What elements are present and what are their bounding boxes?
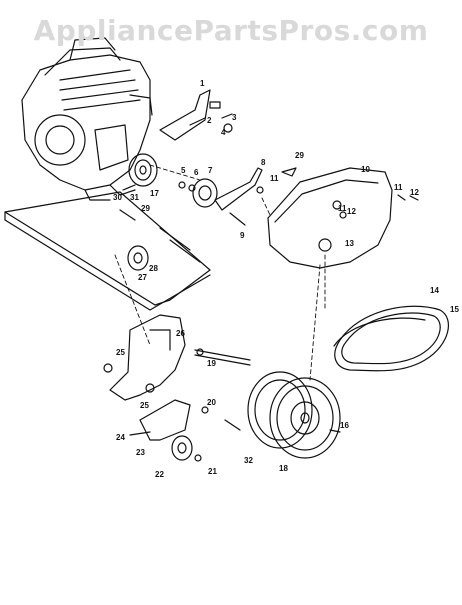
callout-14: 14 bbox=[430, 286, 439, 295]
callout-27: 27 bbox=[138, 273, 147, 282]
watermark: AppliancePartsPros.com bbox=[33, 14, 429, 47]
callout-20: 20 bbox=[207, 398, 216, 407]
callout-18: 18 bbox=[279, 464, 288, 473]
belt-cover bbox=[267, 167, 419, 269]
callout-10: 10 bbox=[361, 165, 370, 174]
callout-28: 28 bbox=[149, 264, 158, 273]
callout-23: 23 bbox=[136, 448, 145, 457]
callout-15: 15 bbox=[450, 305, 459, 314]
callout-4: 4 bbox=[221, 128, 226, 137]
callout-11b: 11 bbox=[338, 204, 347, 213]
support-bracket bbox=[103, 314, 186, 401]
adjust-bracket bbox=[129, 399, 241, 462]
callout-24: 24 bbox=[116, 433, 125, 442]
callout-17: 17 bbox=[150, 189, 159, 198]
callout-31: 31 bbox=[130, 193, 139, 202]
callout-30: 30 bbox=[113, 193, 122, 202]
callout-12b: 12 bbox=[410, 188, 419, 197]
engine bbox=[21, 37, 153, 201]
callout-29b: 29 bbox=[141, 204, 150, 213]
idler-assembly bbox=[178, 167, 297, 226]
engine-pulley bbox=[122, 153, 158, 191]
bracket-1 bbox=[159, 89, 233, 141]
callout-25a: 25 bbox=[116, 348, 125, 357]
callout-8: 8 bbox=[261, 158, 266, 167]
callout-22: 22 bbox=[155, 470, 164, 479]
callout-2: 2 bbox=[207, 116, 212, 125]
callout-11c: 11 bbox=[394, 183, 403, 192]
callout-5: 5 bbox=[181, 166, 186, 175]
callout-3: 3 bbox=[232, 113, 237, 122]
callout-11a: 11 bbox=[270, 174, 279, 183]
callout-29a: 29 bbox=[295, 151, 304, 160]
callout-1: 1 bbox=[200, 79, 205, 88]
leader-lines bbox=[114, 164, 326, 381]
callout-32: 32 bbox=[244, 456, 253, 465]
callout-21: 21 bbox=[208, 467, 217, 476]
callout-25b: 25 bbox=[140, 401, 149, 410]
callout-7: 7 bbox=[208, 166, 213, 175]
callout-16: 16 bbox=[340, 421, 349, 430]
callout-13: 13 bbox=[345, 239, 354, 248]
callout-9: 9 bbox=[240, 231, 245, 240]
axle bbox=[194, 348, 251, 366]
callout-12a: 12 bbox=[347, 207, 356, 216]
callout-6: 6 bbox=[194, 168, 199, 177]
callout-19: 19 bbox=[207, 359, 216, 368]
v-belts bbox=[333, 305, 449, 372]
wheel-assembly bbox=[247, 371, 341, 459]
callout-26: 26 bbox=[176, 329, 185, 338]
frame-deck bbox=[4, 191, 211, 311]
callouts: 1 2 3 4 5 6 7 8 9 10 11 11 11 12 12 13 1… bbox=[113, 79, 459, 479]
